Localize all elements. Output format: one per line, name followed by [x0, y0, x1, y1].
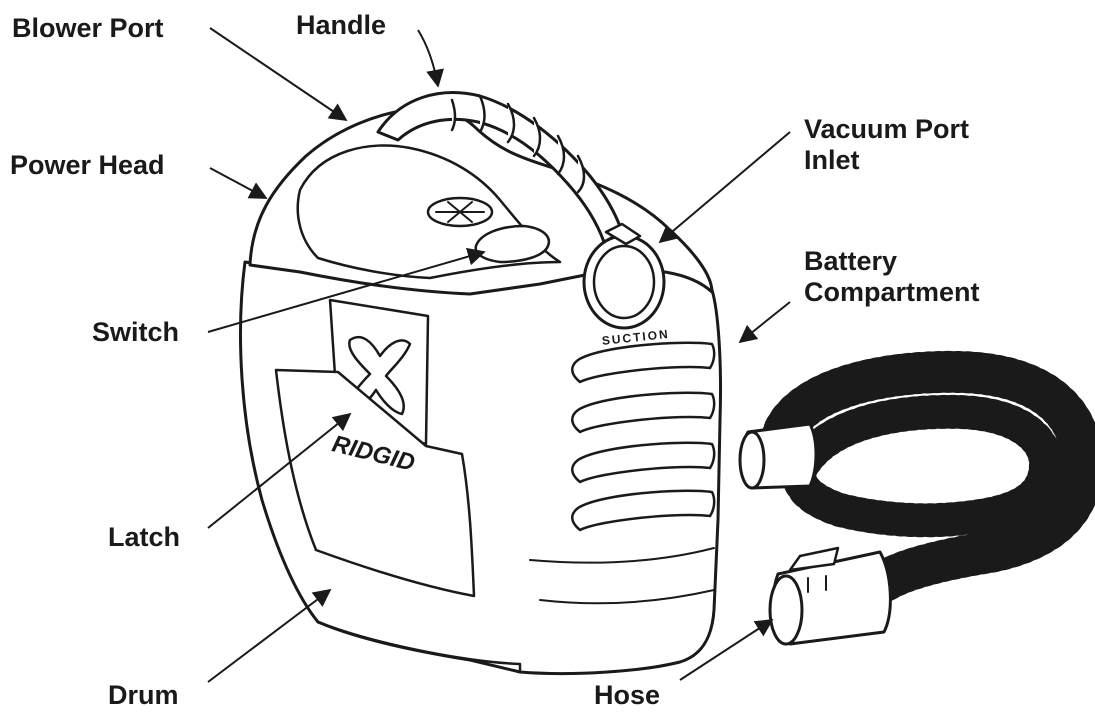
label-switch: Switch	[92, 317, 180, 347]
arrow-drum	[207, 588, 332, 683]
label-vacuum-port-line2: Inlet	[804, 145, 860, 175]
hose	[738, 350, 1095, 646]
leader-lines	[207, 27, 791, 683]
label-battery-line1: Battery	[804, 246, 898, 276]
arrow-blower-port	[209, 27, 348, 122]
label-latch: Latch	[108, 522, 181, 552]
arrow-handle	[417, 29, 444, 88]
battery-vents	[571, 341, 716, 532]
label-battery-compartment: Battery Compartment	[804, 246, 980, 308]
label-hose: Hose	[594, 680, 661, 710]
label-battery-line2: Compartment	[804, 277, 980, 307]
arrow-vacuum-port	[658, 131, 791, 244]
arrow-battery	[738, 301, 791, 344]
label-drum: Drum	[108, 680, 179, 710]
front-panel	[274, 368, 476, 598]
label-blower-port: Blower Port	[12, 13, 164, 43]
label-vacuum-port-line1: Vacuum Port	[804, 114, 970, 144]
handle-ribs	[450, 94, 586, 194]
label-power-head: Power Head	[10, 150, 165, 180]
switch-button	[474, 224, 551, 264]
label-handle: Handle	[296, 10, 387, 40]
vacuum-body	[239, 91, 723, 676]
arrow-latch	[207, 412, 352, 529]
arrow-power-head	[209, 167, 268, 199]
label-vacuum-port-inlet: Vacuum Port Inlet	[804, 114, 969, 176]
arrow-switch	[207, 247, 486, 333]
arrow-hose	[679, 619, 774, 681]
